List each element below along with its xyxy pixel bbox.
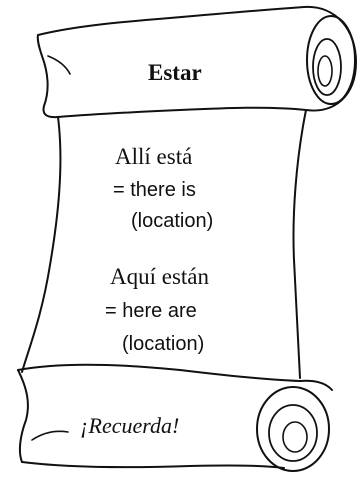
phrase-aqui-estan: Aquí están [110,264,210,289]
scroll-curl-icon [256,386,330,472]
translation-here-are: = here are [105,300,197,322]
location-note-2: (location) [122,333,205,355]
translation-there-is: = there is [113,179,196,201]
scroll-body [21,109,307,379]
scroll-title: Estar [148,60,202,85]
top-scroll-roll [36,5,357,119]
phrase-alli-esta: Allí está [115,144,193,169]
bottom-scroll-roll [17,363,333,469]
location-note-1: (location) [131,210,214,232]
scroll-curl-icon [306,15,356,105]
remember-note: ¡Recuerda! [80,413,180,438]
